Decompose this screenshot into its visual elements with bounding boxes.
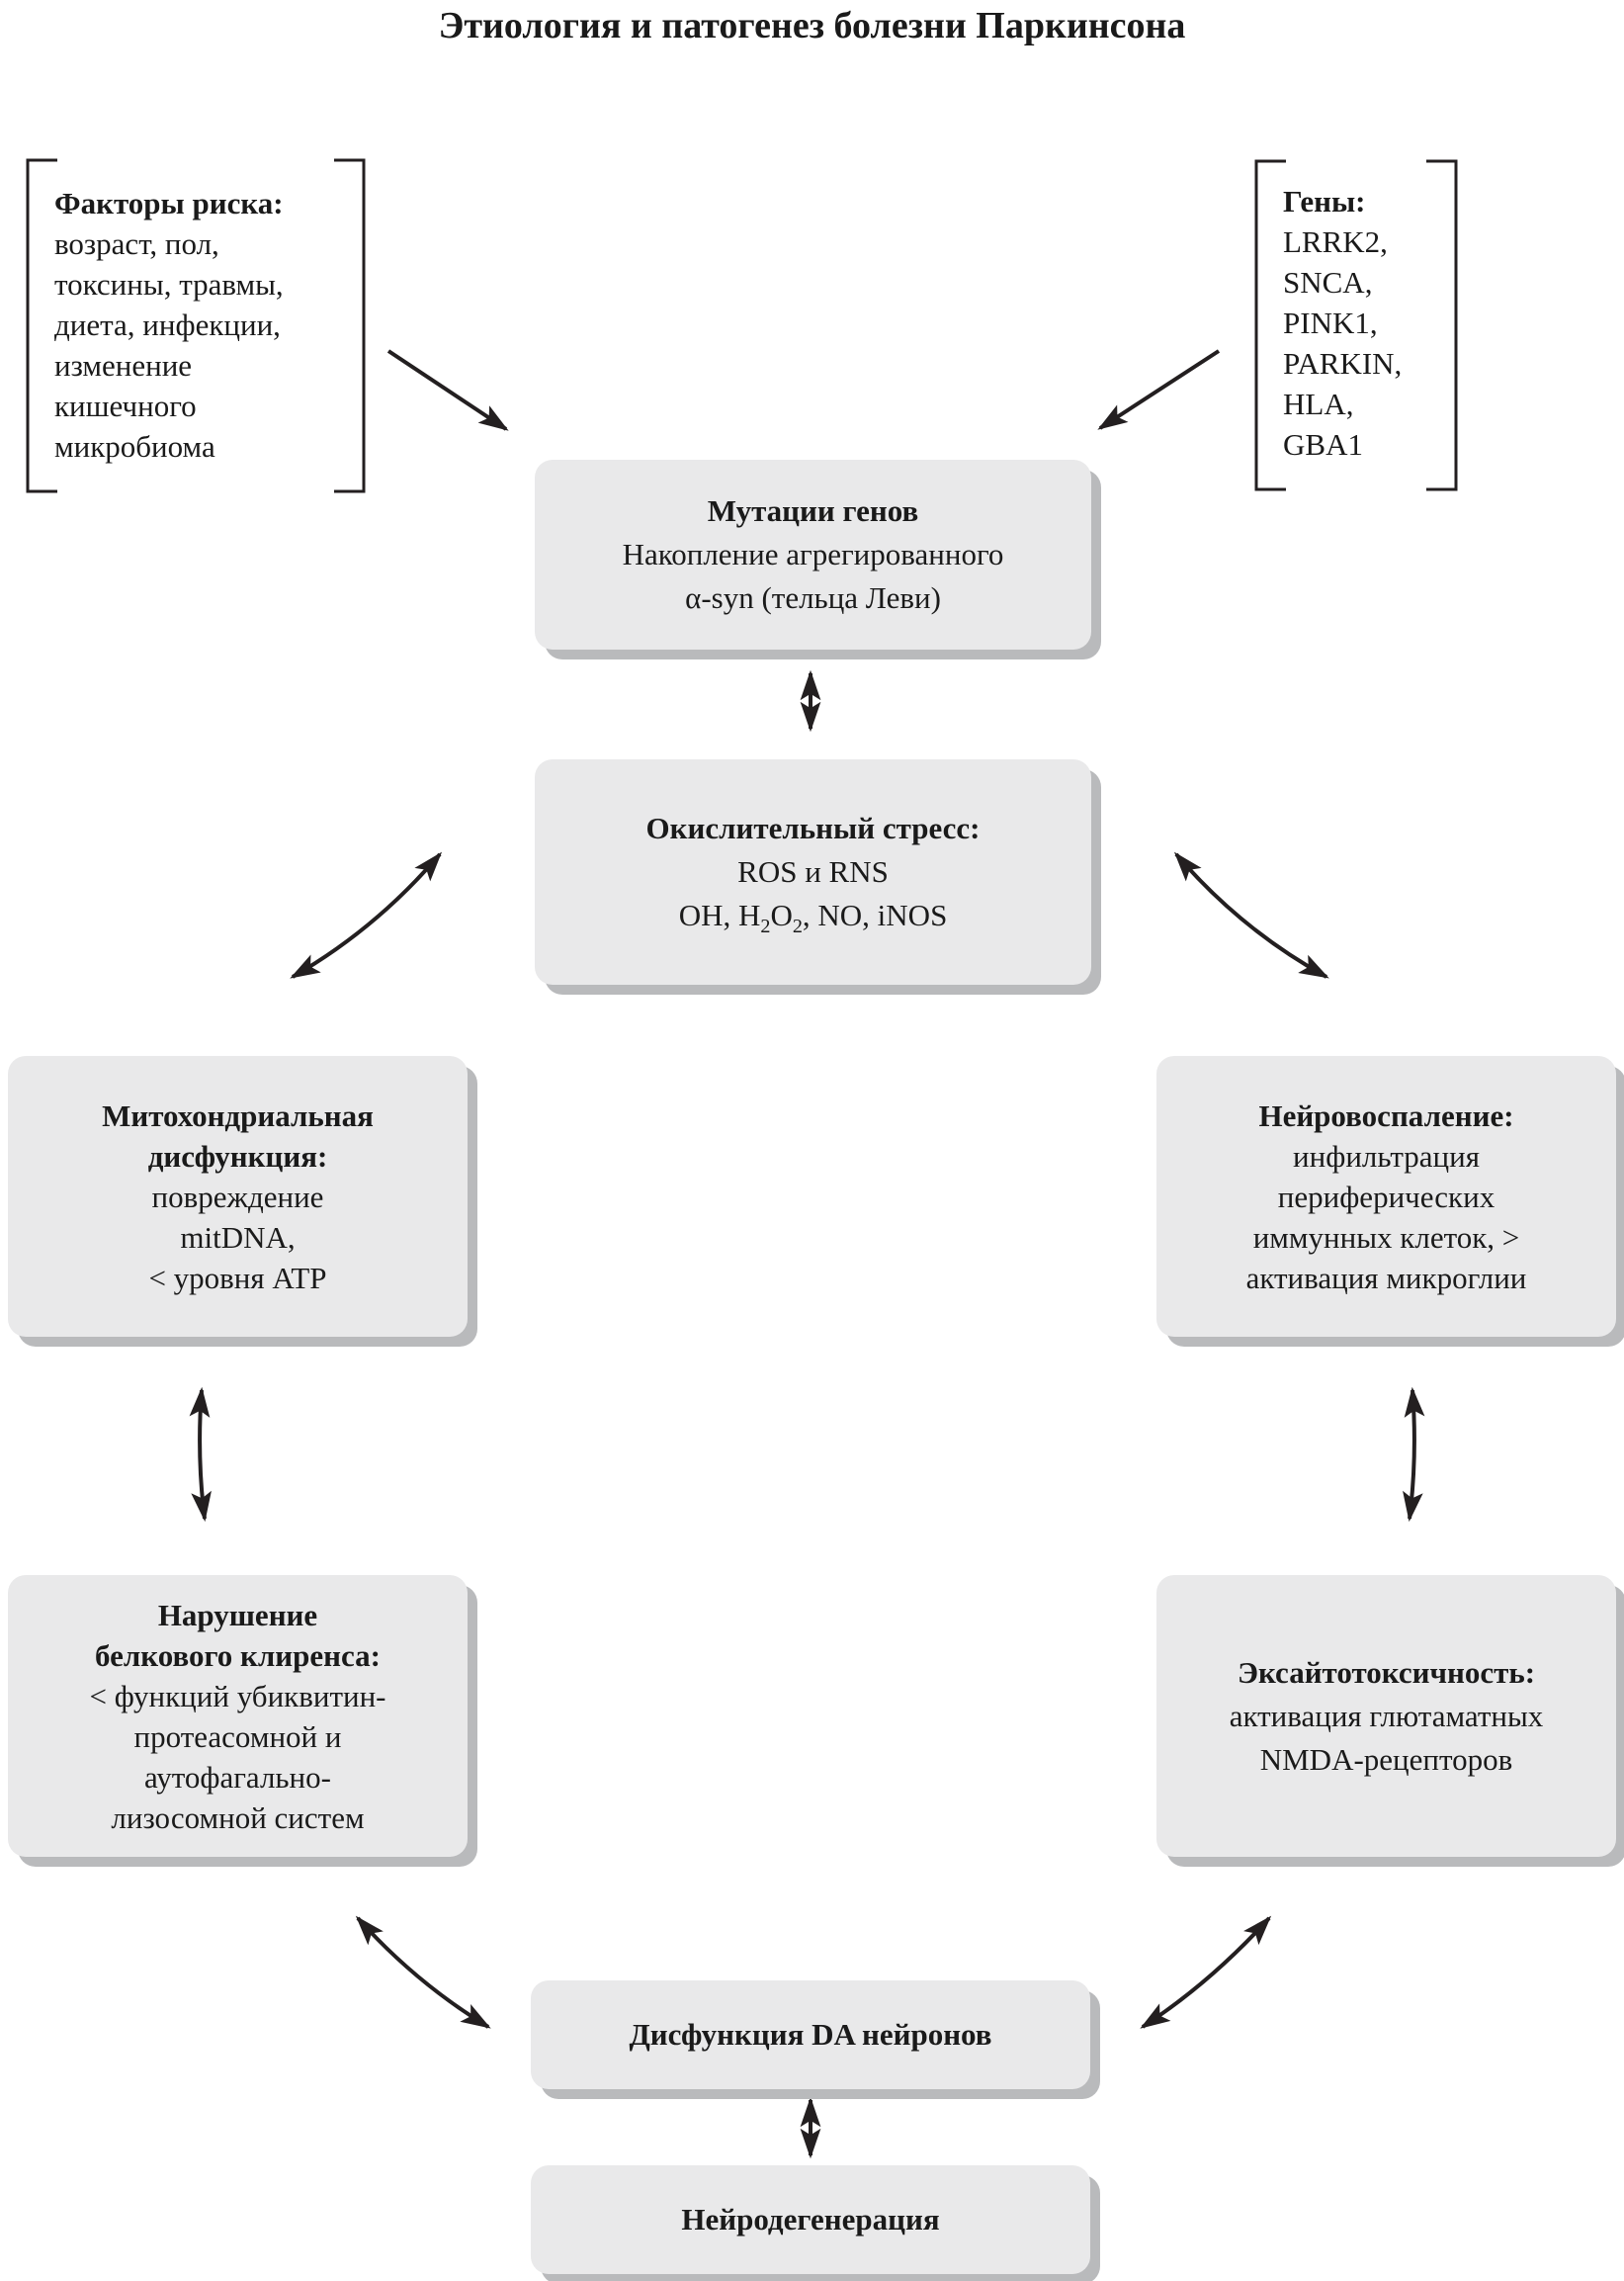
formula-part: O	[770, 898, 793, 932]
oxidative-formula: OH, H2O2, NO, iNOS	[679, 894, 948, 937]
node-line: активация микроглии	[1245, 1260, 1527, 1295]
formula-part: OH, H	[678, 898, 761, 932]
diagram-title: Этиология и патогенез болезни Паркинсона	[438, 5, 1186, 46]
node-title: Нейровоспаление:	[1258, 1097, 1514, 1133]
node-title: Эксайтотоксичность:	[1237, 1654, 1536, 1690]
node-line: NMDA-рецепторов	[1259, 1741, 1513, 1777]
node-line: иммунных клеток, >	[1252, 1219, 1520, 1255]
node-line: ROS и RNS	[737, 854, 889, 889]
gene-line: LRRK2,	[1283, 224, 1388, 259]
formula-part: , NO, iNOS	[802, 898, 948, 932]
node-gene-mutations: Мутации генов Накопление агрегированного…	[535, 460, 1091, 650]
node-line: инфильтрация	[1293, 1138, 1480, 1174]
arrow-excitotoxicity-da	[1140, 1915, 1272, 2029]
node-da-neuron-dysfunction: Дисфункция DA нейронов	[531, 1980, 1090, 2089]
node-protein-clearance: Нарушение белкового клиренса: < функций …	[8, 1575, 468, 1857]
genes-note: Гены: LRRK2, SNCA, PINK1, PARKIN, HLA, G…	[1283, 181, 1402, 465]
node-line: < функций убиквитин-	[89, 1678, 386, 1713]
formula-sub: 2	[760, 916, 771, 938]
bracket-genes-left	[1254, 159, 1286, 491]
bracket-risk-left	[26, 158, 57, 493]
arrow-mito-protein-clearance	[189, 1386, 212, 1523]
node-title: Нейродегенерация	[681, 2202, 940, 2237]
risk-factors-line: возраст, пол,	[54, 226, 219, 261]
node-line: лизосомной систем	[111, 1799, 365, 1835]
node-neurodegeneration: Нейродегенерация	[531, 2165, 1090, 2274]
node-line: протеасомной и	[133, 1718, 342, 1754]
arrow-risk-to-mutations	[386, 349, 509, 431]
node-line: mitDNA,	[180, 1219, 296, 1255]
gene-line: HLA,	[1283, 387, 1354, 421]
node-title: Нарушение	[157, 1597, 318, 1632]
risk-factors-heading: Факторы риска:	[54, 186, 284, 220]
gene-line: PARKIN,	[1283, 346, 1403, 381]
node-title: Окислительный стресс:	[645, 811, 981, 845]
risk-factors-note: Факторы риска: возраст, пол, токсины, тр…	[54, 183, 284, 467]
risk-factors-line: микробиома	[54, 429, 215, 464]
risk-factors-line: кишечного	[54, 389, 197, 423]
bracket-risk-right	[334, 158, 366, 493]
node-excitotoxicity: Эксайтотоксичность: активация глютаматны…	[1156, 1575, 1616, 1857]
risk-factors-line: диета, инфекции,	[54, 307, 281, 342]
formula-sub: 2	[792, 916, 803, 938]
genes-heading: Гены:	[1283, 184, 1366, 219]
bracket-genes-right	[1426, 159, 1458, 491]
arrow-oxidative-neuroinflammation	[1173, 851, 1329, 979]
node-mitochondrial-dysfunction: Митохондриальная дисфункция: повреждение…	[8, 1056, 468, 1337]
node-line: активация глютаматных	[1229, 1698, 1544, 1733]
node-title: Мутации генов	[707, 493, 919, 528]
node-title: дисфункция:	[147, 1138, 328, 1174]
node-title: Митохондриальная	[102, 1097, 374, 1133]
node-oxidative-stress: Окислительный стресс: ROS и RNS OH, H2O2…	[535, 759, 1091, 985]
gene-line: SNCA,	[1283, 265, 1373, 300]
node-line: α-syn (тельца Леви)	[685, 580, 941, 615]
arrow-genes-to-mutations	[1097, 349, 1221, 430]
node-line: < уровня ATP	[148, 1260, 327, 1295]
node-neuroinflammation: Нейровоспаление: инфильтрация перифериче…	[1156, 1056, 1616, 1337]
arrow-oxidative-mito	[290, 851, 443, 979]
node-line: аутофагально-	[144, 1759, 331, 1795]
gene-line: GBA1	[1283, 427, 1363, 462]
node-title: Дисфункция DA нейронов	[629, 2017, 992, 2052]
arrow-protein-clearance-da	[355, 1915, 491, 2029]
arrow-neuroinflammation-excitotoxicity	[1403, 1386, 1425, 1523]
node-line: периферических	[1277, 1179, 1496, 1214]
risk-factors-line: изменение	[54, 348, 193, 383]
gene-line: PINK1,	[1283, 306, 1378, 340]
risk-factors-line: токсины, травмы,	[54, 267, 284, 302]
node-title: белкового клиренса:	[95, 1637, 381, 1673]
node-line: Накопление агрегированного	[622, 537, 1004, 571]
node-line: повреждение	[151, 1179, 324, 1214]
